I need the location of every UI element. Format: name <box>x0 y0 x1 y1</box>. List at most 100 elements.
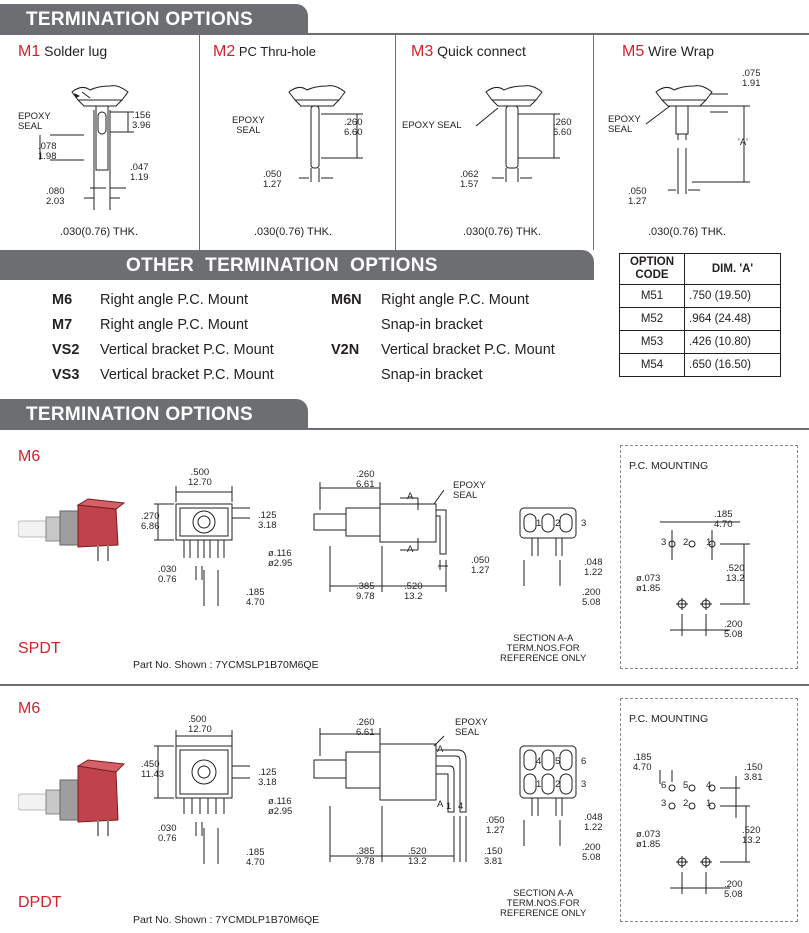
dim-a-table: OPTION CODE DIM. 'A' M51.750 (19.50) M52… <box>619 253 781 377</box>
spdt-epoxy-label: EPOXY SEAL <box>453 480 486 501</box>
dpdt-product-photo <box>18 759 126 836</box>
spdt-dim-c: .030 0.76 <box>158 564 177 585</box>
section-header-other-options: OTHER TERMINATION OPTIONS <box>0 250 594 280</box>
option-label-m1: M1 Solder lug <box>18 43 108 60</box>
block-divider <box>0 684 809 686</box>
spdt-pin-1: 1 <box>536 518 542 529</box>
dpdt-dim-b: ø.116 ø2.95 <box>268 796 293 817</box>
option-label-m3: M3 Quick connect <box>411 43 526 60</box>
m1-drawing <box>39 85 134 210</box>
column-divider <box>395 35 396 250</box>
m3-epoxy-label: EPOXY SEAL <box>402 120 462 131</box>
dpdt-pcb-pin-6: 6 <box>661 780 667 791</box>
m2-dim-length: .260 6.60 <box>344 117 363 138</box>
section-header-termination-options-2: TERMINATION OPTIONS <box>0 399 308 429</box>
dpdt-pin-1: 1 <box>536 779 542 790</box>
m5-dim-top: .075 1.91 <box>742 68 761 89</box>
spdt-section-note: SECTION A-A TERM.NOS.FOR REFERENCE ONLY <box>500 633 587 664</box>
column-divider <box>199 35 200 250</box>
dpdt-pcb-pin-4: 4 <box>706 780 712 791</box>
spdt-pin-2: 2 <box>555 518 561 529</box>
dpdt-type: DPDT <box>18 894 62 911</box>
spdt-section-a-bottom: A <box>407 544 414 555</box>
table-row: M52.964 (24.48) <box>619 307 781 331</box>
dpdt-dim-j: .150 3.81 <box>484 846 503 867</box>
dpdt-section-a-top: A <box>437 744 444 755</box>
spdt-section-view <box>519 507 577 586</box>
dpdt-dim-c: .030 0.76 <box>158 823 177 844</box>
table-row: M53.426 (10.80) <box>619 330 781 354</box>
dpdt-pcb-pin-3: 3 <box>661 798 667 809</box>
option-label-m2: M2 PC Thru-hole <box>213 43 316 60</box>
dpdt-dim-h: .048 1.22 <box>584 812 603 833</box>
column-divider <box>593 35 594 250</box>
dpdt-pcb-pin-2: 2 <box>683 798 689 809</box>
m2-dim-width: .050 1.27 <box>263 169 282 190</box>
dpdt-pcb-pin-1: 1 <box>706 798 712 809</box>
dpdt-dim-g: .520 13.2 <box>408 846 427 867</box>
header-rule <box>0 33 809 35</box>
spdt-part-number: Part No. Shown : 7YCMSLP1B70M6QE <box>133 659 319 671</box>
m2-drawing <box>288 85 363 182</box>
spdt-dim-height: .270 6.86 <box>141 511 160 532</box>
spdt-dim-length: .260 6.61 <box>356 469 375 490</box>
dpdt-pin-3: 3 <box>581 779 587 790</box>
m1-dim-width: .078 1.98 <box>38 141 57 162</box>
dpdt-section-note: SECTION A-A TERM.NOS.FOR REFERENCE ONLY <box>500 888 587 919</box>
dpdt-section-a-bottom: A <box>437 799 444 810</box>
dpdt-dim-e: .050 1.27 <box>486 815 505 836</box>
spdt-dim-width: .500 12.70 <box>188 467 212 488</box>
spdt-pcb-dim-b: .520 13.2 <box>726 563 745 584</box>
dpdt-dim-a: .125 3.18 <box>258 767 277 788</box>
dpdt-section-view <box>519 745 577 846</box>
dpdt-side-view <box>313 728 467 862</box>
dpdt-pcb-panel <box>620 698 798 922</box>
dpdt-epoxy-label: EPOXY SEAL <box>455 717 488 738</box>
table-row: M54.650 (16.50) <box>619 353 781 377</box>
dpdt-pcb-dim-e: .200 5.08 <box>724 879 743 900</box>
spdt-type: SPDT <box>18 640 61 657</box>
spdt-pcb-dim-a: .185 4.70 <box>714 509 733 530</box>
dpdt-side-pin-1: 1 <box>446 801 452 812</box>
spdt-pcb-pin-1: 1 <box>706 537 712 548</box>
spdt-pin-3: 3 <box>581 518 587 529</box>
m5-dim-a: 'A' <box>738 137 748 148</box>
spdt-pcb-panel <box>620 445 798 669</box>
spdt-dim-g: .520 13.2 <box>404 581 423 602</box>
list-item: Snap-in bracket <box>381 367 483 383</box>
m3-drawing <box>475 85 560 182</box>
m5-thickness: .030(0.76) THK. <box>648 226 727 238</box>
m3-thickness: .030(0.76) THK. <box>463 226 542 238</box>
dpdt-pcb-dim-a: .185 4.70 <box>633 752 652 773</box>
spdt-dim-d: .185 4.70 <box>246 587 265 608</box>
dpdt-dim-i: .200 5.08 <box>582 842 601 863</box>
spdt-pcb-pin-2: 2 <box>683 537 689 548</box>
spdt-dim-a: .125 3.18 <box>258 510 277 531</box>
dpdt-pin-4: 4 <box>536 756 542 767</box>
spdt-side-view <box>313 482 448 592</box>
dpdt-option-code: M6 <box>18 700 41 717</box>
table-header: OPTION CODE <box>619 253 685 285</box>
spdt-section-a-top: A <box>407 491 414 502</box>
dpdt-dim-f: .385 9.78 <box>356 846 375 867</box>
table-header-row: OPTION CODE DIM. 'A' <box>619 253 781 285</box>
dpdt-pcb-title: P.C. MOUNTING <box>629 713 709 725</box>
dpdt-pcb-dim-b: .150 3.81 <box>744 762 763 783</box>
dpdt-pcb-dim-d: ø.073 ø1.85 <box>636 829 661 850</box>
spdt-pcb-layout <box>660 521 750 636</box>
m1-thickness: .030(0.76) THK. <box>60 226 139 238</box>
header-rule <box>0 428 809 430</box>
spdt-front-view <box>154 486 250 606</box>
dpdt-side-pin-4: 4 <box>458 801 464 812</box>
m1-dim-slot: .047 1.19 <box>130 162 149 183</box>
dpdt-pcb-dim-c: .520 13.2 <box>742 825 761 846</box>
dpdt-front-view <box>154 730 250 864</box>
dpdt-dim-width: .500 12.70 <box>188 714 212 735</box>
m1-epoxy-label: EPOXY SEAL <box>18 111 51 132</box>
m3-dim-length: .260 6.60 <box>553 117 572 138</box>
